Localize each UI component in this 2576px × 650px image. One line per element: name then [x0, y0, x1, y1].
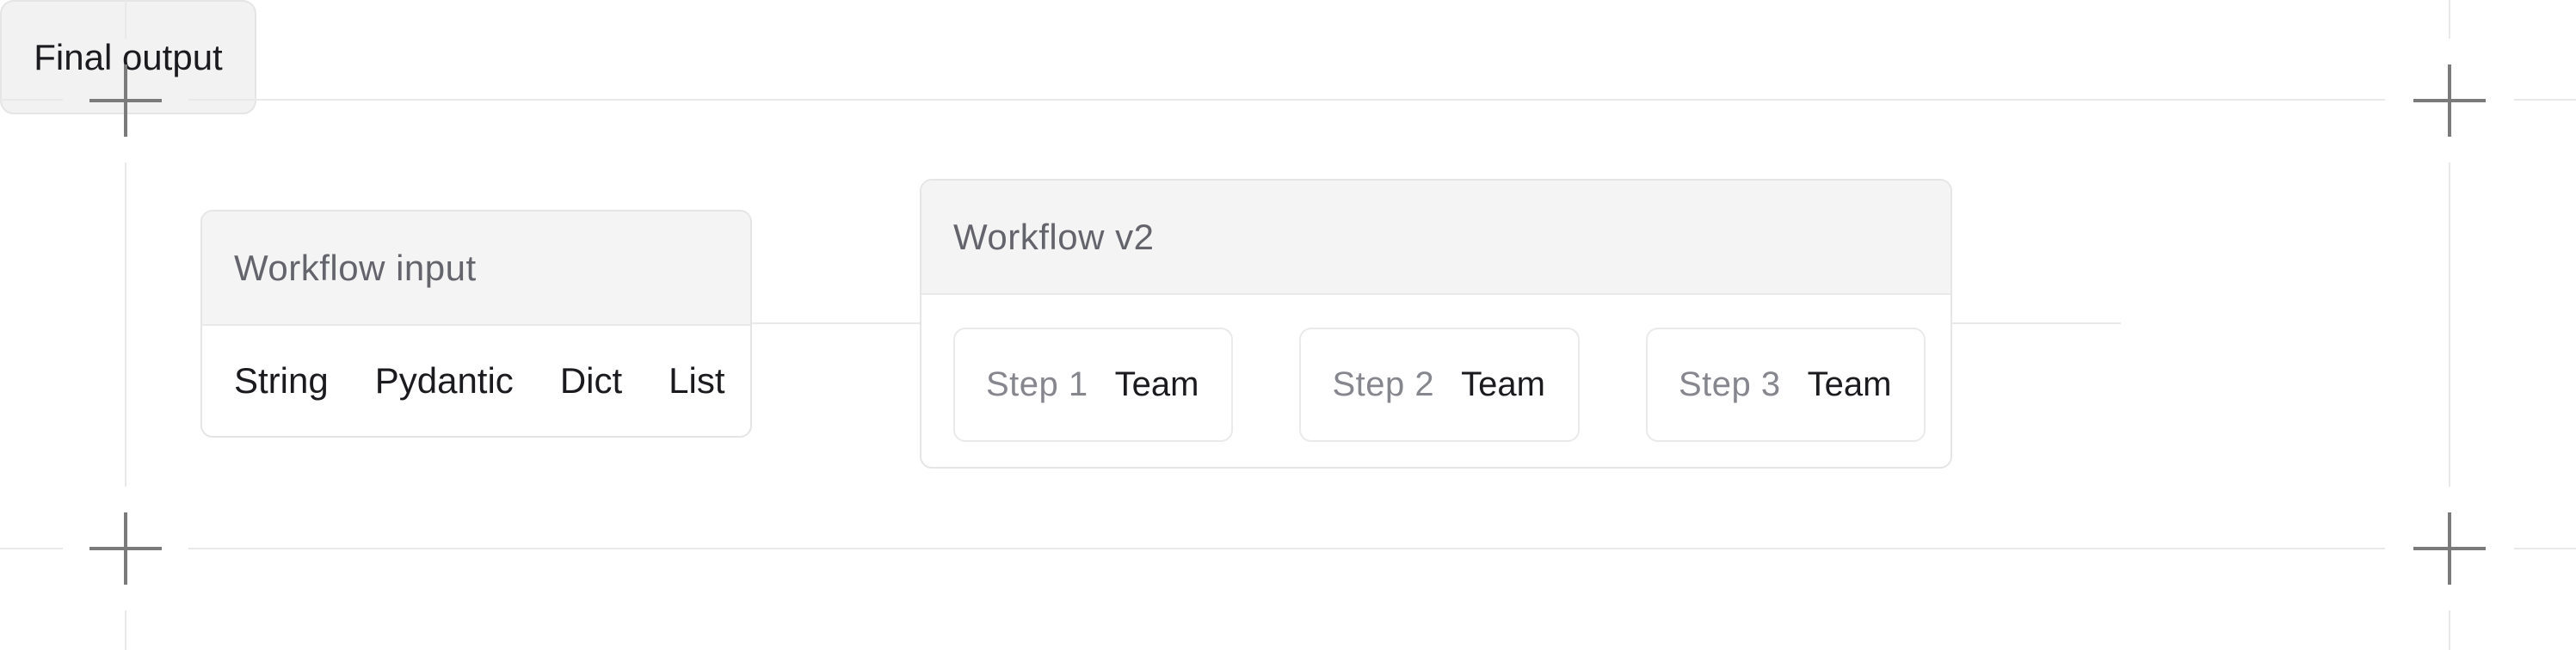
final-output-label: Final output: [34, 36, 223, 77]
step-chip: Step 2 Team: [1299, 328, 1580, 442]
guide-line: [0, 99, 63, 101]
final-output-node: Final output: [0, 0, 256, 114]
node-title: Workflow input: [234, 247, 477, 288]
guide-line: [188, 99, 2385, 101]
guide-line: [125, 0, 126, 39]
guide-line: [2449, 610, 2450, 650]
guide-line: [188, 548, 2385, 549]
guide-line: [125, 610, 126, 650]
node-body: String Pydantic Dict List: [202, 326, 750, 436]
workflow-v2-node: Workflow v2 Step 1 Team Step 2 Team Step…: [920, 179, 1952, 469]
node-header: Workflow v2: [921, 181, 1950, 295]
guide-line: [2449, 0, 2450, 39]
input-type-item: String: [234, 360, 329, 401]
step-label: Step 3: [1678, 365, 1781, 403]
connector-line: [752, 322, 920, 324]
input-type-item: Dict: [559, 360, 623, 401]
step-team-label: Team: [1461, 365, 1545, 403]
guide-line: [125, 162, 126, 487]
step-label: Step 1: [986, 365, 1088, 403]
crosshair-icon: [2413, 512, 2486, 585]
node-header: Workflow input: [202, 212, 750, 326]
step-chip: Step 3 Team: [1645, 328, 1926, 442]
guide-line: [0, 548, 63, 549]
crosshair-icon: [2413, 64, 2486, 137]
step-team-label: Team: [1807, 365, 1892, 403]
step-label: Step 2: [1332, 365, 1435, 403]
input-type-item: List: [669, 360, 725, 401]
step-team-label: Team: [1114, 365, 1199, 403]
input-type-item: Pydantic: [374, 360, 514, 401]
step-chip: Step 1 Team: [953, 328, 1234, 442]
crosshair-icon: [89, 64, 162, 137]
connector-line: [1952, 322, 2121, 324]
crosshair-icon: [89, 512, 162, 585]
guide-line: [2514, 99, 2576, 101]
guide-line: [2449, 162, 2450, 487]
node-body: Step 1 Team Step 2 Team Step 3 Team: [921, 295, 1950, 442]
guide-line: [2514, 548, 2576, 549]
node-title: Workflow v2: [953, 216, 1155, 257]
workflow-input-node: Workflow input String Pydantic Dict List: [200, 210, 752, 438]
